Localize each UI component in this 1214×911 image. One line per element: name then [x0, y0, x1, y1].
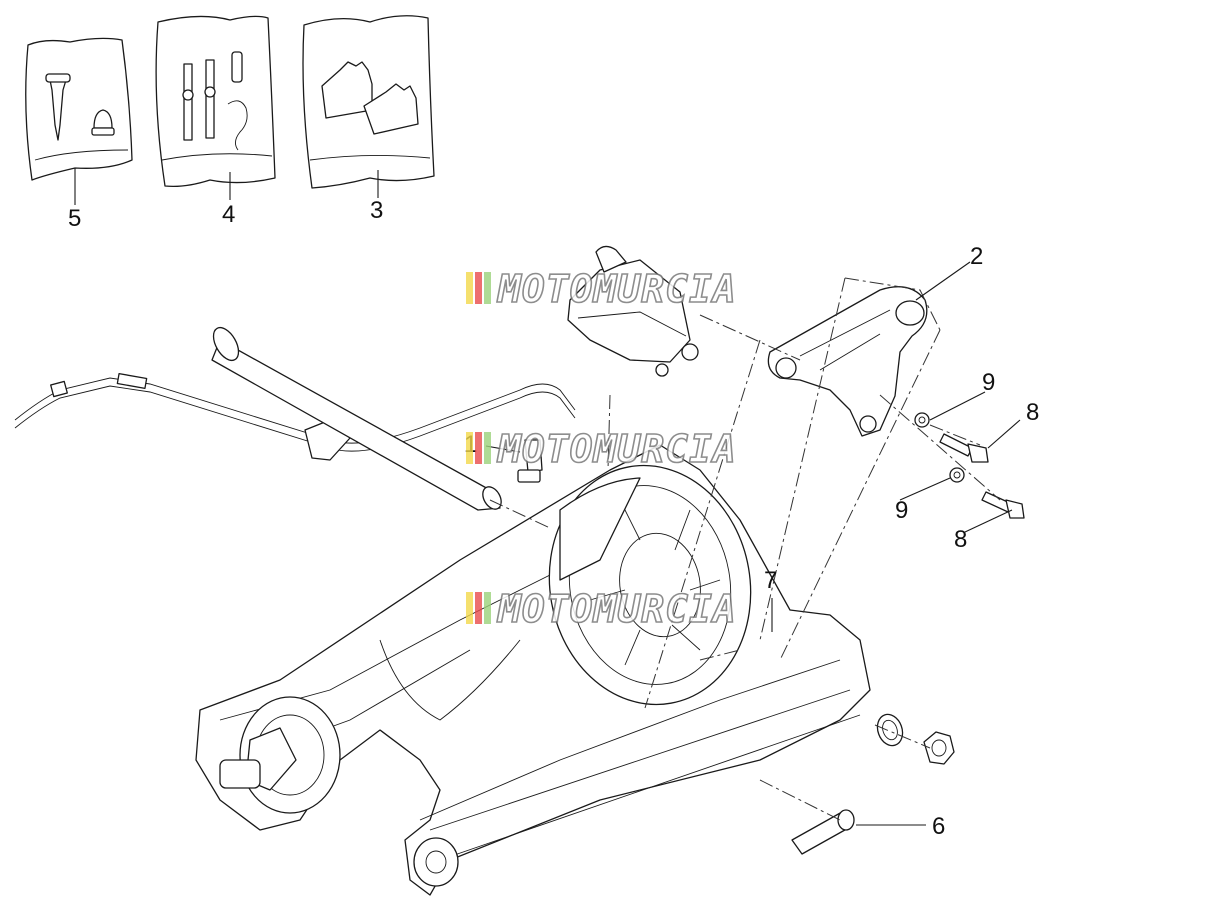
- callout-7: 7: [764, 567, 777, 594]
- watermark-stripe-green: [484, 592, 491, 624]
- axle-shaft: [211, 326, 502, 511]
- bleed-screw: [517, 439, 543, 483]
- watermark-middle: MOTOMURCIA: [466, 426, 737, 472]
- kit-bag-3: [302, 15, 435, 189]
- callout-4: 4: [222, 201, 235, 228]
- bolt-8a: [939, 433, 989, 463]
- callout-2: 2: [970, 243, 983, 270]
- callout-8-lower: 8: [954, 526, 967, 553]
- axle-nut: [923, 731, 955, 765]
- watermark-top: MOTOMURCIA: [466, 266, 737, 312]
- washer-9a: [914, 412, 930, 428]
- watermark-stripe-yellow: [466, 432, 473, 464]
- callout-9-upper: 9: [982, 369, 995, 396]
- caliper-bracket: [767, 286, 928, 437]
- callout-9-lower: 9: [895, 497, 908, 524]
- watermark-text: MOTOMURCIA: [496, 587, 737, 631]
- watermark-text: MOTOMURCIA: [496, 267, 737, 311]
- watermark-stripe-yellow: [466, 272, 473, 304]
- watermark-stripe-red: [475, 592, 482, 624]
- kit-bag-5: [25, 37, 133, 181]
- callout-5: 5: [68, 205, 81, 232]
- callout-labels: 5 4 3 2 1 9 8 9 8 7 6: [68, 197, 1039, 840]
- watermark-stripe-green: [484, 432, 491, 464]
- watermark-text: MOTOMURCIA: [496, 427, 737, 471]
- watermark-stripe-red: [475, 272, 482, 304]
- axle-bolt-6: [791, 809, 855, 855]
- callout-8-upper: 8: [1026, 399, 1039, 426]
- watermark-stripe-green: [484, 272, 491, 304]
- kit-bag-4: [155, 15, 276, 188]
- watermark-bottom: MOTOMURCIA: [466, 586, 737, 632]
- callout-6: 6: [932, 813, 945, 840]
- watermark-stripe-yellow: [466, 592, 473, 624]
- assembly-lines: [489, 277, 1001, 821]
- washer-ring: [876, 713, 904, 747]
- callout-3: 3: [370, 197, 383, 224]
- watermark-stripe-red: [475, 432, 482, 464]
- bolt-8b: [981, 491, 1025, 519]
- brake-caliper: [567, 245, 699, 377]
- final-drive-hub: [548, 464, 752, 706]
- washer-9b: [949, 467, 965, 483]
- leader-lines: [74, 168, 1021, 826]
- drive-pinion: [219, 696, 341, 814]
- swingarm: [195, 444, 871, 896]
